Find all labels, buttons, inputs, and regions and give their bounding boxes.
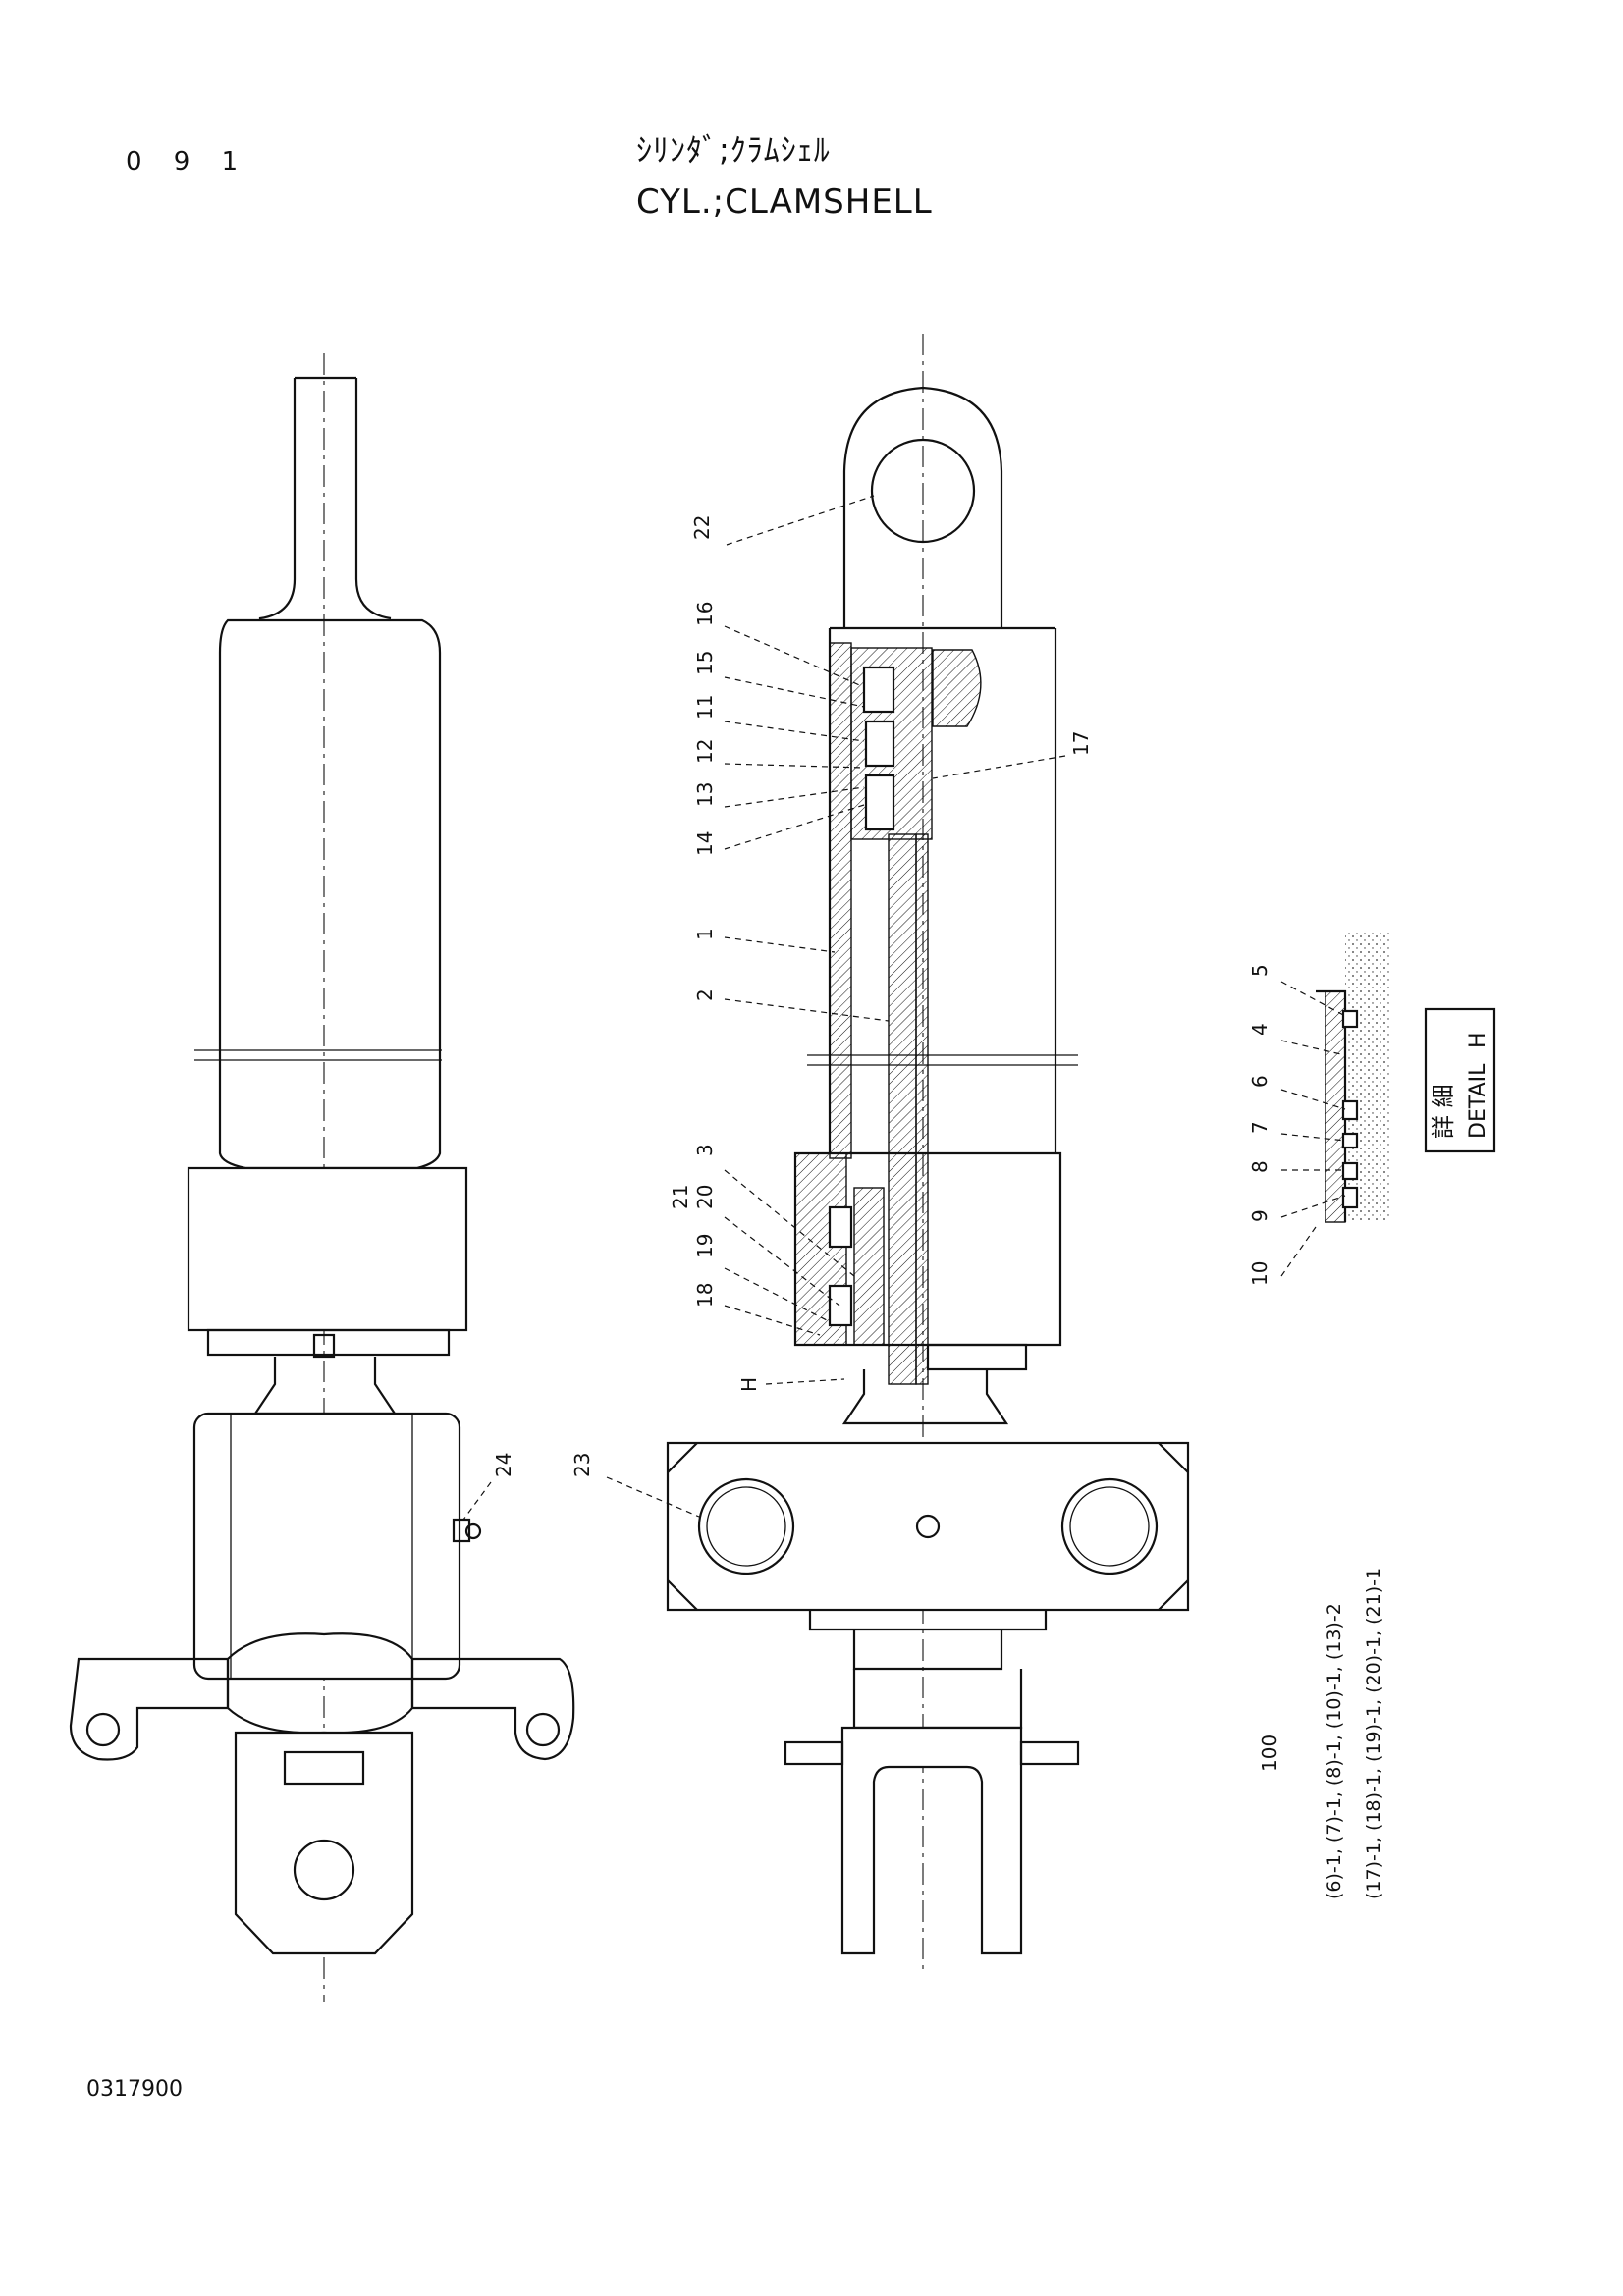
callout-8: 8 xyxy=(1248,1160,1271,1173)
callout-13: 13 xyxy=(693,782,717,807)
drawing-number: 0317900 xyxy=(86,2077,183,2102)
callout-3: 3 xyxy=(693,1144,717,1156)
title-english: CYL.;CLAMSHELL xyxy=(636,183,933,222)
detail-jp-label: 詳 細 xyxy=(1430,1084,1457,1139)
lower-clevis xyxy=(234,1731,414,1955)
cylinder-tube xyxy=(218,618,442,1170)
kit-row-1: (6)-1, (7)-1, (8)-1, (10)-1, (13)-2 xyxy=(1324,1603,1345,1899)
kit-row-2: (17)-1, (18)-1, (19)-1, (20)-1, (21)-1 xyxy=(1363,1568,1384,1899)
callout-4: 4 xyxy=(1248,1023,1271,1036)
head-block xyxy=(187,1166,468,1332)
callout-11: 11 xyxy=(693,695,717,720)
callout-19: 19 xyxy=(693,1234,717,1258)
trunnion-block xyxy=(666,1441,1190,1612)
top-eye xyxy=(842,386,1003,628)
section-view xyxy=(666,334,1190,1973)
page-number: 0 9 1 xyxy=(126,147,250,177)
callout-20: 20 xyxy=(693,1185,717,1209)
callout-15: 15 xyxy=(693,651,717,675)
title-japanese: ｼﾘﾝﾀﾞ;ｸﾗﾑｼｪﾙ xyxy=(636,132,831,169)
leader-lines xyxy=(462,495,1346,1521)
callout-24: 24 xyxy=(492,1453,515,1477)
rod xyxy=(258,378,392,620)
callout-18: 18 xyxy=(693,1283,717,1308)
callout-22: 22 xyxy=(690,515,714,540)
callout-9: 9 xyxy=(1248,1209,1271,1222)
tube-wall xyxy=(829,642,852,1159)
callout-12: 12 xyxy=(693,739,717,764)
left-arm xyxy=(69,1657,230,1761)
right-arm xyxy=(410,1657,575,1761)
callout-21: 21 xyxy=(669,1185,692,1209)
detail-label: DETAIL xyxy=(1466,1063,1490,1139)
callout-10: 10 xyxy=(1248,1261,1271,1286)
callout-16: 16 xyxy=(693,602,717,626)
callout-2: 2 xyxy=(693,988,717,1001)
callout-23: 23 xyxy=(570,1453,594,1477)
callout-7: 7 xyxy=(1248,1121,1271,1134)
bearing-block xyxy=(192,1412,461,1681)
detail-ref: H xyxy=(1466,1032,1490,1048)
callout-6: 6 xyxy=(1248,1075,1271,1088)
detail-h-view xyxy=(1316,933,1496,1223)
lower-fork xyxy=(840,1726,1023,1955)
piston-rod xyxy=(888,833,917,1385)
callout-17: 17 xyxy=(1069,731,1093,756)
left-external-view xyxy=(69,353,575,2002)
callout-5: 5 xyxy=(1248,964,1271,977)
callout-labels: 22 16 15 11 12 13 14 1 2 3 20 21 19 18 H… xyxy=(492,515,1490,1899)
detail-box xyxy=(1424,1007,1496,1153)
callout-1: 1 xyxy=(693,928,717,940)
callout-h: H xyxy=(737,1377,761,1392)
callout-14: 14 xyxy=(693,831,717,856)
kit-number: 100 xyxy=(1258,1735,1281,1772)
